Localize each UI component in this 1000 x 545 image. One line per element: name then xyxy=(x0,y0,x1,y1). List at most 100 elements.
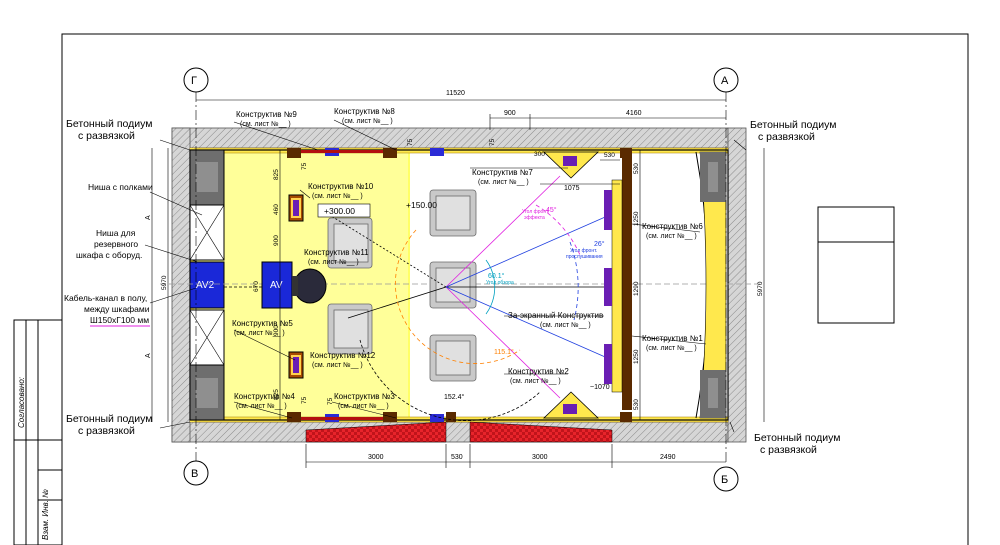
level-300-box xyxy=(317,203,371,218)
ann-effect-1: Угол фронт. xyxy=(522,209,549,215)
dim-1250-a: 1250 xyxy=(633,211,640,226)
dim-5970-left: 5970 xyxy=(161,275,168,290)
k12-sheet: (см. лист №__ ) xyxy=(312,362,363,369)
side-stamp-table: Согласовано: Взам. Инв. № xyxy=(13,319,63,545)
k11-label: Конструктив №11 xyxy=(304,248,369,257)
kscreen-label: За-экранный Конструктив xyxy=(508,311,603,320)
dim-1075: 1075 xyxy=(564,185,580,192)
dim-bottom-3000a: 3000 xyxy=(368,454,384,461)
k2-label: Конструктив №2 xyxy=(508,367,569,376)
k8-label: Конструктив №8 xyxy=(334,107,395,116)
podium-bl-2: с развязкой xyxy=(78,425,135,437)
k3-label: Конструктив №3 xyxy=(334,392,395,401)
leader-lines xyxy=(144,119,747,433)
axis-a: А xyxy=(721,75,729,87)
dim-75-mid: 75 xyxy=(407,138,414,146)
k10-sheet: (см. лист №__ ) xyxy=(312,193,363,200)
dim-1070: ~1070 xyxy=(590,384,610,391)
podium-tr-1: Бетонный подиум xyxy=(750,119,836,131)
dim-4160: 4160 xyxy=(626,110,642,117)
k1-sheet: (см. лист №__ ) xyxy=(646,345,697,352)
dim-75-right: 75 xyxy=(489,138,496,146)
k1-label: Конструктив №1 xyxy=(642,334,703,343)
level-150: +150.00 xyxy=(406,200,437,210)
axis-v: В xyxy=(191,468,198,480)
cable-label-1: Кабель-канал в полу, xyxy=(64,293,147,303)
cable-label-3: Ш150хГ100 мм xyxy=(90,315,149,325)
seat-5 xyxy=(429,334,477,382)
bottom-dimensions xyxy=(305,444,726,468)
sightlines xyxy=(327,175,613,421)
wall-panels-left xyxy=(287,148,632,422)
dim-75-top: 75 xyxy=(301,162,308,170)
k5-label: Конструктив №5 xyxy=(232,319,293,328)
k4-sheet: (см. лист №__ ) xyxy=(236,403,287,410)
subwoofer xyxy=(293,268,327,304)
dim-825-bot: 825 xyxy=(273,389,280,400)
ann-prosl-2: прослушивания xyxy=(566,254,603,260)
dim-bottom-2490: 2490 xyxy=(660,454,676,461)
seating xyxy=(327,189,477,382)
k3-sheet: (см. лист №__ ) xyxy=(338,403,389,410)
niche-reserve-3: шкафа с оборуд. xyxy=(76,250,142,260)
corner-bass-traps xyxy=(543,151,599,419)
dim-bottom-530: 530 xyxy=(451,454,463,461)
podium-br-2: с развязкой xyxy=(760,444,817,456)
podium-tr-2: с развязкой xyxy=(758,131,815,143)
dim-bottom-3000b: 3000 xyxy=(532,454,548,461)
dim-5970-right: 5970 xyxy=(757,281,764,296)
axis-markers: Г А В Б xyxy=(183,67,739,492)
k6-sheet: (см. лист №__ ) xyxy=(646,233,697,240)
ann-view: Угол обзора xyxy=(486,280,514,286)
podium-br-1: Бетонный подиум xyxy=(754,432,840,444)
angle-26: 26° xyxy=(594,240,605,248)
angle-115: 115.1° xyxy=(494,348,514,356)
dim-300: 300 xyxy=(534,151,545,158)
podium-bl-1: Бетонный подиум xyxy=(66,413,152,425)
k2-sheet: (см. лист №__ ) xyxy=(510,378,561,385)
constructive-labels: Конструктив №9 (см. лист №__ ) Конструкт… xyxy=(232,107,703,410)
seat-2 xyxy=(327,303,373,355)
seat-1 xyxy=(327,217,373,269)
dim-530a: 530 xyxy=(604,152,615,159)
inv-label: Взам. Инв. № xyxy=(41,489,50,540)
dim-75-bot: 75 xyxy=(301,396,308,404)
k5-sheet: (см. лист №__ ) xyxy=(234,330,285,337)
podium-tl-1: Бетонный подиум xyxy=(66,118,152,130)
dim-670: 670 xyxy=(253,281,260,292)
dim-1290: 1290 xyxy=(633,281,640,296)
dim-460: 460 xyxy=(273,204,280,215)
axis-b: Б xyxy=(721,474,728,486)
av1-cabinet-group: AV xyxy=(261,261,327,309)
angle-60: 60.1° xyxy=(488,272,505,280)
left-dimensions xyxy=(151,148,281,422)
dim-1250-b: 1250 xyxy=(633,349,640,364)
k7-label: Конструктив №7 xyxy=(472,168,533,177)
dim-a-bottom: А xyxy=(145,353,152,358)
k9-sheet: (см. лист №__ ) xyxy=(240,121,291,128)
av2-label: AV2 xyxy=(196,280,215,291)
k10-label: Конструктив №10 xyxy=(308,182,374,191)
dim-530-r1: 530 xyxy=(633,163,640,174)
level-300: +300.00 xyxy=(324,206,355,216)
right-dimensions xyxy=(639,148,765,422)
k9-label: Конструктив №9 xyxy=(236,110,297,119)
k12-label: Конструктив №12 xyxy=(310,351,376,360)
k11-sheet: (см. лист №__ ) xyxy=(308,259,359,266)
niche-reserve-2: резервного xyxy=(94,239,138,249)
av2-cabinet xyxy=(189,261,225,309)
sheet-frame xyxy=(61,33,969,545)
k8-sheet: (см. лист №__ ) xyxy=(342,118,393,125)
dim-825-top: 825 xyxy=(273,169,280,180)
podium-tl-2: с развязкой xyxy=(78,130,135,142)
agreed-label: Согласовано: xyxy=(17,377,26,428)
cable-label-2: между шкафами xyxy=(84,304,150,314)
ann-prosl-1: Угол фронт. xyxy=(570,248,597,254)
k6-label: Конструктив №6 xyxy=(642,222,703,231)
niche-shelves-label: Ниша с полками xyxy=(88,182,153,192)
seat-4 xyxy=(429,261,477,309)
kscreen-sheet: (см. лист №__ ) xyxy=(540,322,591,329)
dim-900: 900 xyxy=(504,110,516,117)
angle-45: 45° xyxy=(546,206,557,214)
